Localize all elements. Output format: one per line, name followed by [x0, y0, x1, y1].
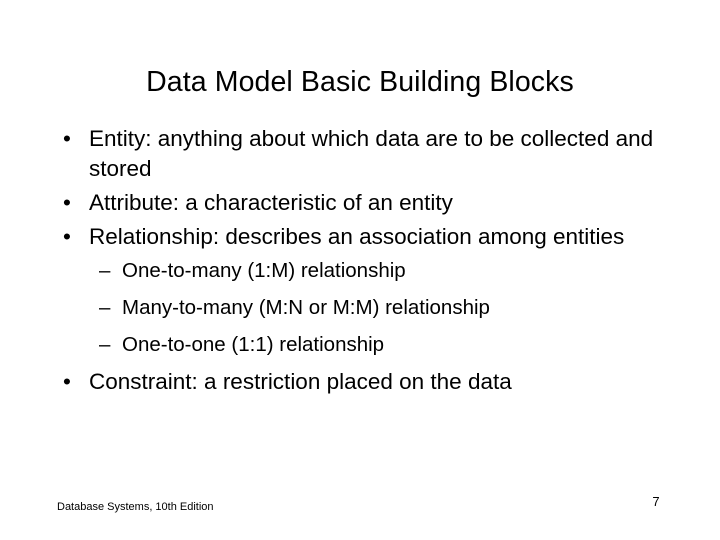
- dash-marker-icon: –: [99, 333, 111, 356]
- sub-list-item-label: One-to-one (1:1) relationship: [122, 333, 385, 356]
- bullet-marker-icon: •: [63, 126, 71, 151]
- list-item-label: Relationship: describes an association a…: [89, 224, 625, 249]
- list-item-label: Attribute: a characteristic of an entity: [89, 190, 453, 215]
- sub-list-item: – Many-to-many (M:N or M:M) relationship: [56, 293, 672, 322]
- list-item: • Constraint: a restriction placed on th…: [56, 367, 672, 397]
- list-item-label: Entity: anything about which data are to…: [89, 126, 654, 181]
- dash-marker-icon: –: [99, 259, 111, 282]
- dash-marker-icon: –: [99, 296, 111, 319]
- sub-list-item: – One-to-one (1:1) relationship: [56, 330, 672, 359]
- sub-list: – One-to-many (1:M) relationship – Many-…: [56, 256, 672, 359]
- slide-body-content: • Entity: anything about which data are …: [56, 124, 672, 401]
- bullet-marker-icon: •: [63, 190, 71, 215]
- list-item: • Entity: anything about which data are …: [56, 124, 672, 184]
- sub-list-item: – One-to-many (1:M) relationship: [56, 256, 672, 285]
- sub-list-item-label: Many-to-many (M:N or M:M) relationship: [122, 296, 490, 319]
- slide-number: 7: [652, 494, 660, 509]
- list-item: • Attribute: a characteristic of an enti…: [56, 188, 672, 218]
- slide-footer: Database Systems, 10th Edition: [57, 501, 214, 513]
- page-title: Data Model Basic Building Blocks: [146, 66, 574, 99]
- list-item-label: Constraint: a restriction placed on the …: [89, 369, 512, 394]
- bullet-marker-icon: •: [63, 369, 71, 394]
- sub-list-item-label: One-to-many (1:M) relationship: [122, 259, 406, 282]
- list-item: • Relationship: describes an association…: [56, 222, 672, 252]
- bullet-marker-icon: •: [63, 224, 71, 249]
